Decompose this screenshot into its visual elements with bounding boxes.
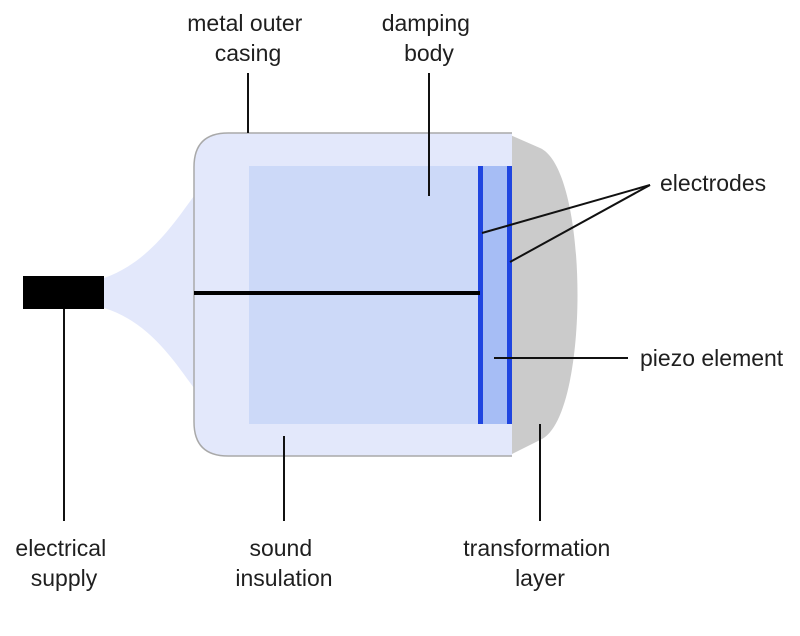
label-electrical-supply: electrical supply [15,535,112,591]
piezo-element [480,166,509,424]
electrode-inner [478,166,483,424]
label-metal-outer-casing: metal outer casing [187,10,308,66]
connector [23,276,104,309]
cable-flare [104,196,194,388]
label-piezo-element: piezo element [640,345,784,371]
label-transformation-layer: transformation layer [463,535,616,591]
leader-electrodes-outer [509,184,651,263]
transformation-layer [508,134,578,456]
leader-electrodes-inner [481,184,651,234]
label-damping-body: damping body [382,10,477,66]
label-sound-insulation: sound insulation [235,535,332,591]
electrode-outer [507,166,512,424]
label-electrodes: electrodes [660,170,766,196]
